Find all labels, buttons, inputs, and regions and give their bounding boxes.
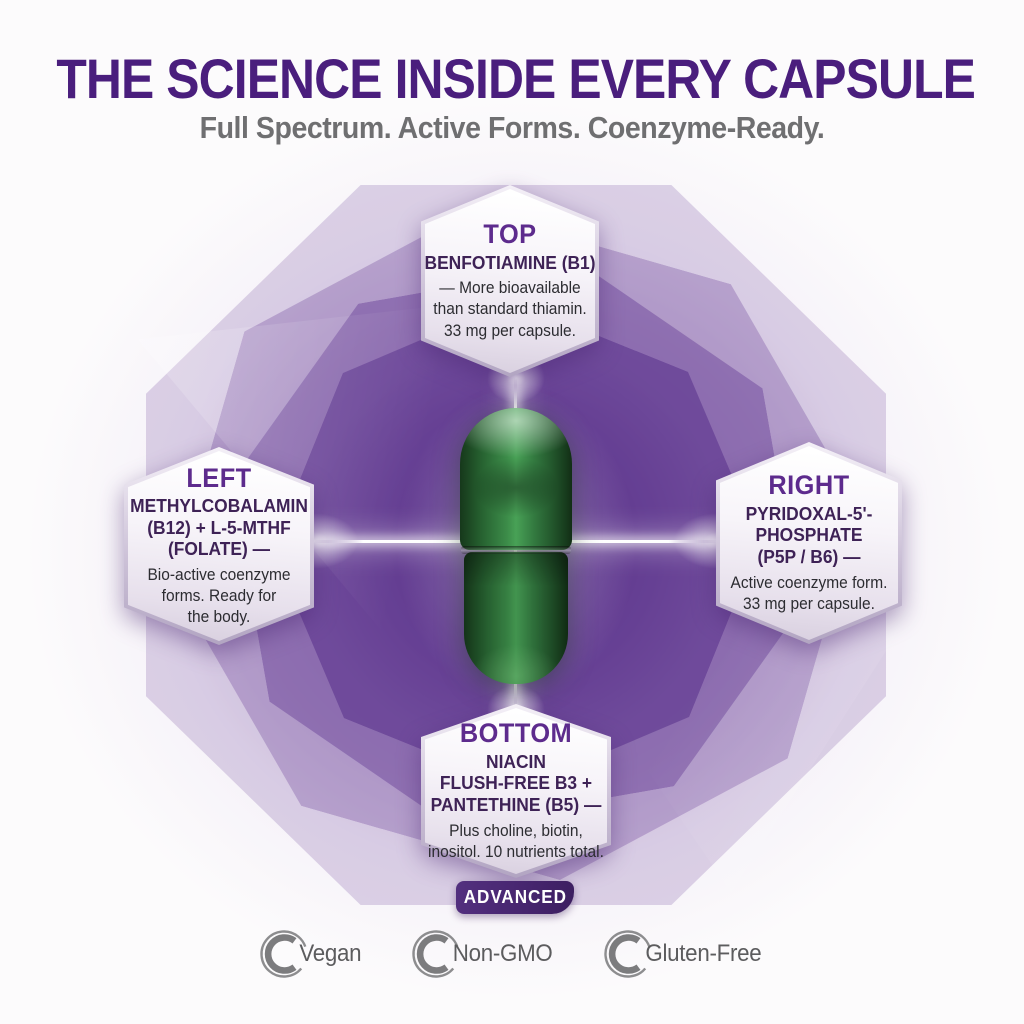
compound-name: PANTETHINE (B5) — bbox=[430, 793, 602, 815]
compound-name: BENFOTIAMINE (B1) bbox=[424, 251, 596, 273]
callout-top: TOP BENFOTIAMINE (B1) — More bioavailabl… bbox=[421, 185, 599, 377]
page-subtitle: Full Spectrum. Active Forms. Coenzyme-Re… bbox=[199, 110, 825, 145]
callout-position-label: LEFT bbox=[186, 462, 252, 493]
callout-description: inositol. 10 nutrients total. bbox=[428, 842, 604, 861]
certification-vegan: Vegan bbox=[258, 928, 364, 980]
certification-gluten-free: Gluten-Free bbox=[602, 928, 766, 980]
callout-left: LEFT METHYLCOBALAMIN (B12) + L-5-MTHF (F… bbox=[124, 447, 314, 645]
callout-description: Active coenzyme form. bbox=[730, 573, 888, 592]
page-title: THE SCIENCE INSIDE EVERY CAPSULE bbox=[56, 47, 976, 110]
callout-right: RIGHT PYRIDOXAL-5'- PHOSPHATE (P5P / B6)… bbox=[716, 442, 902, 644]
advanced-badge: ADVANCED bbox=[456, 881, 574, 914]
certification-label: Non-GMO bbox=[452, 940, 553, 967]
compound-name: (FOLATE) — bbox=[167, 538, 271, 560]
certification-non-gmo: Non-GMO bbox=[410, 928, 556, 980]
callout-description: the body. bbox=[187, 608, 251, 627]
callout-position-label: TOP bbox=[483, 219, 537, 250]
hexagon-panel bbox=[425, 708, 607, 874]
green-capsule-image bbox=[460, 408, 572, 684]
hexagon-panel bbox=[425, 189, 595, 373]
callout-bottom: BOTTOM NIACIN FLUSH-FREE B3 + PANTETHINE… bbox=[421, 704, 611, 878]
callout-description: forms. Ready for bbox=[161, 587, 277, 606]
circle-c-icon bbox=[604, 930, 652, 978]
capsule-seam bbox=[461, 546, 571, 554]
callout-description: than standard thiamin. bbox=[433, 300, 587, 319]
hexagon-panel bbox=[128, 451, 310, 641]
callout-description: Bio-active coenzyme bbox=[147, 565, 291, 584]
callout-description: Plus choline, biotin, bbox=[449, 821, 583, 840]
callout-description: — More bioavailable bbox=[439, 279, 581, 298]
certification-label: Vegan bbox=[299, 940, 362, 967]
capsule-body bbox=[464, 552, 568, 684]
hexagon-panel bbox=[720, 446, 898, 640]
circle-c-icon bbox=[412, 930, 460, 978]
compound-name: PYRIDOXAL-5'- bbox=[745, 502, 873, 524]
compound-name: METHYLCOBALAMIN bbox=[130, 495, 308, 517]
callout-description: 33 mg per capsule. bbox=[444, 321, 576, 340]
capsule-cap bbox=[460, 408, 572, 550]
compound-name: PHOSPHATE bbox=[755, 524, 863, 546]
callout-position-label: BOTTOM bbox=[459, 718, 573, 749]
certification-label: Gluten-Free bbox=[645, 940, 762, 967]
compound-name: (B12) + L-5-MTHF bbox=[147, 516, 291, 538]
compound-name: NIACIN bbox=[486, 750, 546, 772]
compound-name: FLUSH-FREE B3 + bbox=[439, 772, 593, 794]
callout-position-label: RIGHT bbox=[768, 470, 850, 501]
callout-description: 33 mg per capsule. bbox=[743, 594, 875, 613]
advanced-badge-label: ADVANCED bbox=[463, 887, 567, 907]
certification-row: Vegan Non-GMO Gluten-Free bbox=[0, 928, 1024, 980]
circle-c-icon bbox=[260, 930, 308, 978]
compound-name: (P5P / B6) — bbox=[757, 545, 861, 567]
